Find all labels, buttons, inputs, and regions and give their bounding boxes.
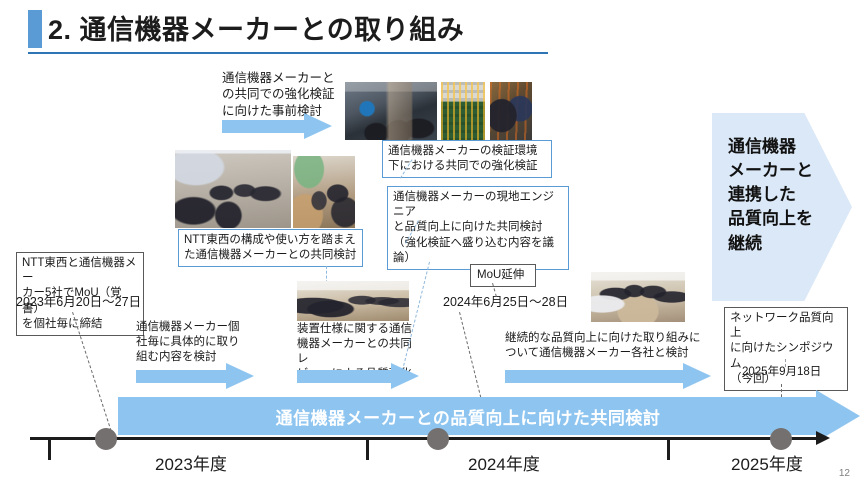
timeline-year-2025: 2025年度: [731, 455, 803, 474]
timeline-band-body: [118, 397, 818, 435]
label-mou-date: 2023年6月20日〜27日: [16, 295, 142, 309]
chevron-label: 通信機器 メーカーと 連携した 品質向上を 継続: [728, 137, 813, 253]
photo-engineers-at-rack: [490, 82, 532, 140]
callout-symposium: ネットワーク品質向上 に向けたシンポジウム （今回）: [724, 307, 848, 391]
callout-pre-study: 通信機器メーカーと の共同での強化検証 に向けた事前検討: [222, 71, 335, 118]
timeline-band-label: 通信機器メーカーとの品質向上に向けた共同検討: [275, 408, 661, 428]
arrow-spec-review: [297, 363, 419, 389]
label-mou-extension-date: 2024年6月25日〜28日: [443, 295, 569, 309]
photo-meeting-room-wide: [345, 82, 437, 140]
timeline-year-2024: 2024年度: [468, 455, 540, 474]
timeline-year-2023: 2023年度: [155, 455, 227, 474]
callout-continuous-improvement: 継続的な品質向上に向けた取り組みに ついて通信機器メーカー各社と検討: [505, 332, 701, 359]
title-accent-bar: [28, 10, 42, 48]
label-symposium-date: 2025年9月18日: [742, 366, 822, 378]
chevron-continue-collaboration: 通信機器 メーカーと 連携した 品質向上を 継続: [712, 113, 852, 301]
callout-ntt-structure: NTT東西の構成や使い方を踏まえ た通信機器メーカーとの共同検討: [178, 229, 363, 268]
timeline-axis-arrowhead: [816, 431, 830, 445]
timeline-dot-2025: [770, 428, 792, 450]
arrow-per-vendor-study: [136, 363, 254, 389]
callout-per-vendor-study: 通信機器メーカー個 社毎に具体的に取り 組む内容を検討: [136, 321, 240, 363]
timeline-dot-2023: [95, 428, 117, 450]
callout-mou: NTT東西と通信機器メー カー5社でMoU（覚書） を個社毎に締結: [16, 252, 144, 336]
timeline-tick-1: [48, 438, 51, 460]
title-underline: [28, 52, 548, 54]
leader-symposium: [785, 359, 786, 367]
photo-roundtable-meeting: [591, 272, 685, 322]
arrow-pre-study: [222, 113, 332, 139]
photo-classroom-meeting: [293, 156, 355, 228]
arrow-continuous-improvement: [505, 363, 711, 389]
page-number: 12: [838, 468, 850, 479]
timeline-tick-3: [667, 438, 670, 460]
page-title: 2. 通信機器メーカーとの取り組み: [48, 15, 465, 45]
timeline-dot-2024: [427, 428, 449, 450]
timeline-tick-2: [366, 438, 369, 460]
callout-verification-env: 通信機器メーカーの検証環境 下における共同での強化検証: [382, 140, 552, 179]
timeline-axis: [30, 437, 820, 440]
callout-local-engineer: 通信機器メーカーの現地エンジニア と品質向上に向けた共同検討 （強化検証へ盛り込…: [387, 186, 569, 270]
photo-equipment-rack: [441, 82, 485, 140]
photo-standing-discussion: [175, 150, 291, 228]
photo-spec-review-meeting: [297, 281, 409, 321]
timeline-band: 通信機器メーカーとの品質向上に向けた共同検討: [118, 390, 860, 442]
callout-mou-extension: MoU延伸: [470, 264, 536, 288]
